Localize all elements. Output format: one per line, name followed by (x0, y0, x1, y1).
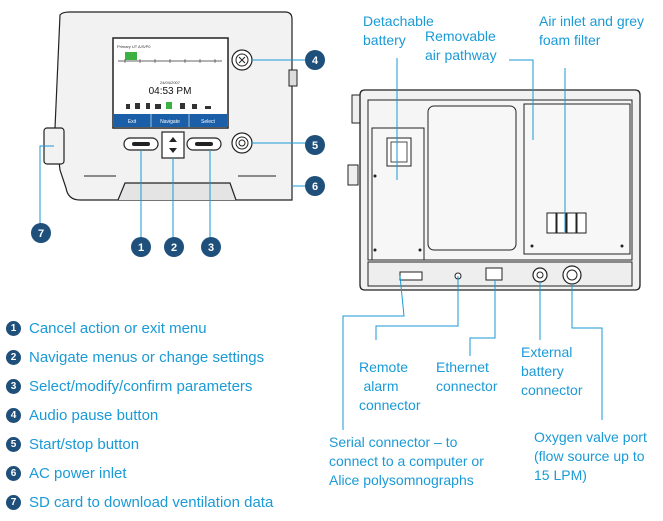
legend-text: Cancel action or exit menu (29, 320, 207, 337)
legend-text: SD card to download ventilation data (29, 494, 274, 511)
callout-5: 5 (312, 140, 318, 152)
legend-item: 2 Navigate menus or change settings (6, 343, 273, 372)
label-line: alarm (363, 378, 399, 394)
legend-number: 1 (6, 321, 21, 336)
label-line: Serial connector – to (329, 434, 458, 450)
legend-text: Navigate menus or change settings (29, 349, 265, 366)
callout-1: 1 (138, 242, 144, 254)
legend-item: 4 Audio pause button (6, 401, 273, 430)
callout-7: 7 (38, 228, 44, 240)
label-line: connector (521, 382, 583, 398)
screen-date: 24/04/2007 (160, 80, 181, 85)
legend-text: AC power inlet (29, 465, 127, 482)
label-ethernet: Ethernet connector (436, 358, 497, 396)
label-line: foam filter (539, 32, 601, 48)
label-air-inlet: Air inlet and grey foam filter (539, 12, 644, 50)
air-pathway-cover (427, 105, 517, 251)
softkey-select: Select (201, 119, 216, 125)
start-stop-button (231, 132, 253, 154)
front-device: Primary UT A/S/P0 24/04/2007 04:53 PM Ex… (43, 11, 298, 201)
legend-number: 6 (6, 466, 21, 481)
oxygen-valve-port (562, 265, 582, 285)
callout-2: 2 (171, 242, 177, 254)
label-line: External (521, 344, 573, 360)
softkey-navigate: Navigate (160, 119, 180, 125)
legend-text: Select/modify/confirm parameters (29, 378, 253, 395)
label-serial-connector: Serial connector – to connect to a compu… (329, 433, 484, 490)
label-line: Ethernet (436, 359, 489, 375)
ethernet-connector (485, 267, 503, 281)
label-oxygen-port: Oxygen valve port (flow source up to 15 … (534, 428, 647, 485)
label-line: Oxygen valve port (534, 429, 647, 445)
callout-6: 6 (312, 181, 318, 193)
legend-item: 6 AC power inlet (6, 459, 273, 488)
legend-item: 3 Select/modify/confirm parameters (6, 372, 273, 401)
label-line: air pathway (425, 47, 497, 63)
callout-4: 4 (312, 55, 319, 67)
label-line: connector (359, 397, 421, 413)
front-base-cutout (117, 182, 237, 201)
legend-text: Start/stop button (29, 436, 140, 453)
softkey-bar (114, 114, 227, 127)
legend-item: 1 Cancel action or exit menu (6, 314, 273, 343)
rear-device (347, 89, 641, 291)
legend-number: 4 (6, 408, 21, 423)
label-detachable-battery: Detachable battery (363, 12, 434, 50)
side-inlet (288, 69, 298, 87)
label-line: connect to a computer or (329, 453, 484, 469)
label-line: battery (363, 32, 406, 48)
label-line: Air inlet and grey (539, 13, 645, 29)
label-external-battery: External battery connector (521, 343, 582, 400)
external-battery-connector (532, 267, 548, 283)
legend-item: 5 Start/stop button (6, 430, 273, 459)
legend-number: 7 (6, 495, 21, 510)
legend-number: 3 (6, 379, 21, 394)
label-line: battery (521, 363, 564, 379)
screen-status-icons (126, 102, 211, 109)
screen-time: 04:53 PM (149, 86, 192, 97)
pressure-bar (125, 52, 137, 60)
serial-connector (399, 271, 423, 281)
callout-3: 3 (208, 242, 214, 254)
legend: 1 Cancel action or exit menu 2 Navigate … (6, 314, 273, 517)
label-line: connector (436, 378, 498, 394)
label-line: Alice polysomnographs (329, 472, 474, 488)
label-line: (flow source up to (534, 448, 645, 464)
softkey-exit: Exit (128, 119, 137, 125)
label-line: 15 LPM) (534, 467, 587, 483)
legend-number: 5 (6, 437, 21, 452)
label-line: Remote (359, 359, 409, 375)
label-remote-alarm: Remote alarm connector (359, 358, 421, 415)
label-removable-air-pathway: Removable air pathway (425, 27, 497, 65)
label-line: Removable (425, 28, 496, 44)
legend-text: Audio pause button (29, 407, 159, 424)
legend-number: 2 (6, 350, 21, 365)
legend-item: 7 SD card to download ventilation data (6, 488, 273, 517)
label-line: Detachable (363, 13, 434, 29)
screen-header: Primary UT A/S/P0 (117, 44, 151, 49)
navigate-button (161, 131, 185, 159)
